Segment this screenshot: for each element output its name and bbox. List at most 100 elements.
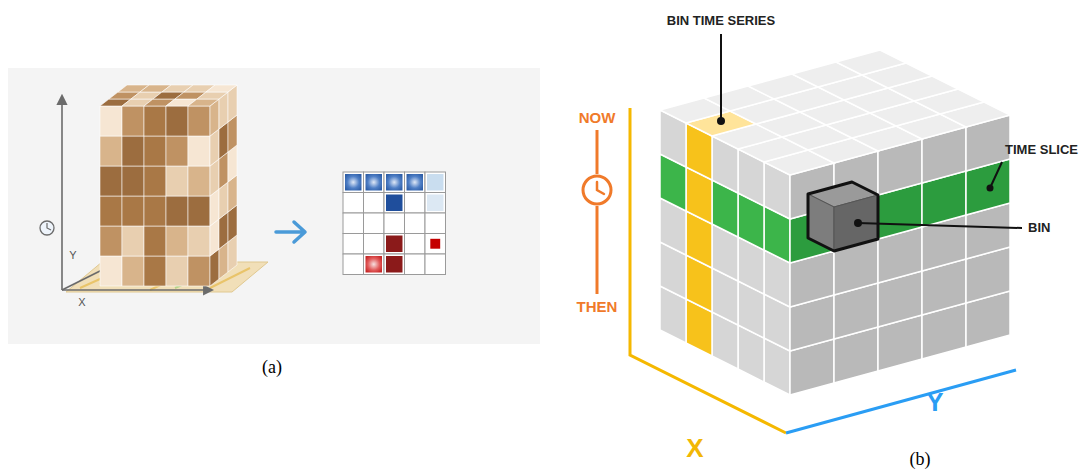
leader-line <box>858 223 1022 228</box>
cube-face-tile <box>166 256 188 286</box>
grid-cell <box>364 254 385 275</box>
leader-dot <box>854 219 862 227</box>
cube-face-tile <box>166 166 188 196</box>
cube-face-tile <box>188 106 210 136</box>
grid-cell <box>405 254 426 275</box>
grid-cell <box>364 193 385 214</box>
cube-top-tile <box>188 99 219 106</box>
panel-label: (b) <box>910 450 931 470</box>
cube-face-tile <box>144 106 166 136</box>
leader-line <box>720 34 722 120</box>
hot-spot-cell <box>386 174 403 191</box>
cube-face-tile <box>166 106 188 136</box>
panel-ground <box>8 68 540 344</box>
cube-face-tile <box>122 226 144 256</box>
hot-spot-cell <box>430 239 440 249</box>
grid-cell <box>405 234 426 255</box>
grid-cell <box>425 234 446 255</box>
hot-spot-cell <box>366 174 383 191</box>
grid-cell <box>364 213 385 234</box>
clock-icon <box>40 221 54 235</box>
cube-face-tile <box>144 256 166 286</box>
cube-face-tile <box>188 196 210 226</box>
grid-cell <box>343 234 364 255</box>
leader-dot <box>987 185 994 192</box>
cube-face-tile <box>100 166 122 196</box>
axis-label: X <box>78 296 85 308</box>
cube-top-tile <box>836 50 906 75</box>
bin-face <box>808 194 834 251</box>
time-label: NOW <box>579 110 616 127</box>
cube-face-tile <box>188 226 210 256</box>
cube-face-tile <box>122 166 144 196</box>
cube-top-tile <box>206 85 237 92</box>
cube-face-tile <box>144 196 166 226</box>
axis-label: X <box>686 434 703 463</box>
grid-cell <box>384 172 405 193</box>
hot-spot-cell <box>427 195 444 212</box>
hot-spot-cell <box>407 174 424 191</box>
space-time-cube <box>660 50 1010 395</box>
hot-spot-cell <box>386 256 403 273</box>
cube-face-tile <box>166 196 188 226</box>
cube-face-tile <box>100 106 122 136</box>
cube-face-tile <box>144 226 166 256</box>
cube-face-tile <box>188 256 210 286</box>
grid-cell <box>364 172 385 193</box>
cube-face-tile <box>188 136 210 166</box>
bin-outline <box>808 182 878 251</box>
arrow <box>276 222 305 242</box>
grid-cell <box>405 193 426 214</box>
cube-face-tile <box>166 136 188 166</box>
callout-label: BIN <box>1028 221 1050 235</box>
axis-label: Y <box>926 388 943 417</box>
cube-face-tile <box>144 136 166 166</box>
timeline <box>596 130 599 174</box>
clock-hands <box>47 223 51 230</box>
result-map <box>343 172 446 275</box>
grid-cell <box>384 254 405 275</box>
cube-face-tile <box>122 196 144 226</box>
grid-cell <box>364 234 385 255</box>
cube-top-tile <box>197 92 228 99</box>
grid-cell <box>343 254 364 275</box>
panel-label: (a) <box>262 358 282 378</box>
grid-cell <box>405 213 426 234</box>
space-time-cube <box>100 85 237 286</box>
hot-spot-cell <box>386 236 403 253</box>
clock-icon <box>583 176 611 204</box>
grid-cell <box>343 213 364 234</box>
hot-spot-cell <box>345 174 362 191</box>
grid-cell <box>425 213 446 234</box>
grid-cell <box>425 172 446 193</box>
cube-face-tile <box>100 226 122 256</box>
cube-face-tile <box>166 226 188 256</box>
axis-label: Y <box>69 249 76 261</box>
cube-face-tile <box>122 106 144 136</box>
x-axis <box>62 289 212 291</box>
time-label: THEN <box>577 299 618 316</box>
cube-face-tile <box>144 166 166 196</box>
grid-cell <box>425 254 446 275</box>
cube-face-tile <box>100 136 122 166</box>
grid-cell <box>343 193 364 214</box>
grid-cell <box>343 172 364 193</box>
callout-label: BIN TIME SERIES <box>667 14 775 28</box>
leader-dot <box>717 117 725 125</box>
grid-cell <box>425 193 446 214</box>
grid-cell <box>384 234 405 255</box>
clock-hands <box>597 182 604 194</box>
callout-label: TIME SLICE <box>1005 143 1078 157</box>
time-axis <box>61 96 63 290</box>
leader-line <box>990 162 1002 188</box>
timeline <box>596 206 599 294</box>
cube-face-tile <box>100 256 122 286</box>
hot-spot-cell <box>427 174 444 191</box>
grid-cell <box>384 213 405 234</box>
cube-face-tile <box>122 136 144 166</box>
cube-face-tile <box>100 196 122 226</box>
hot-spot-cell <box>386 195 403 212</box>
grid-cell <box>405 172 426 193</box>
